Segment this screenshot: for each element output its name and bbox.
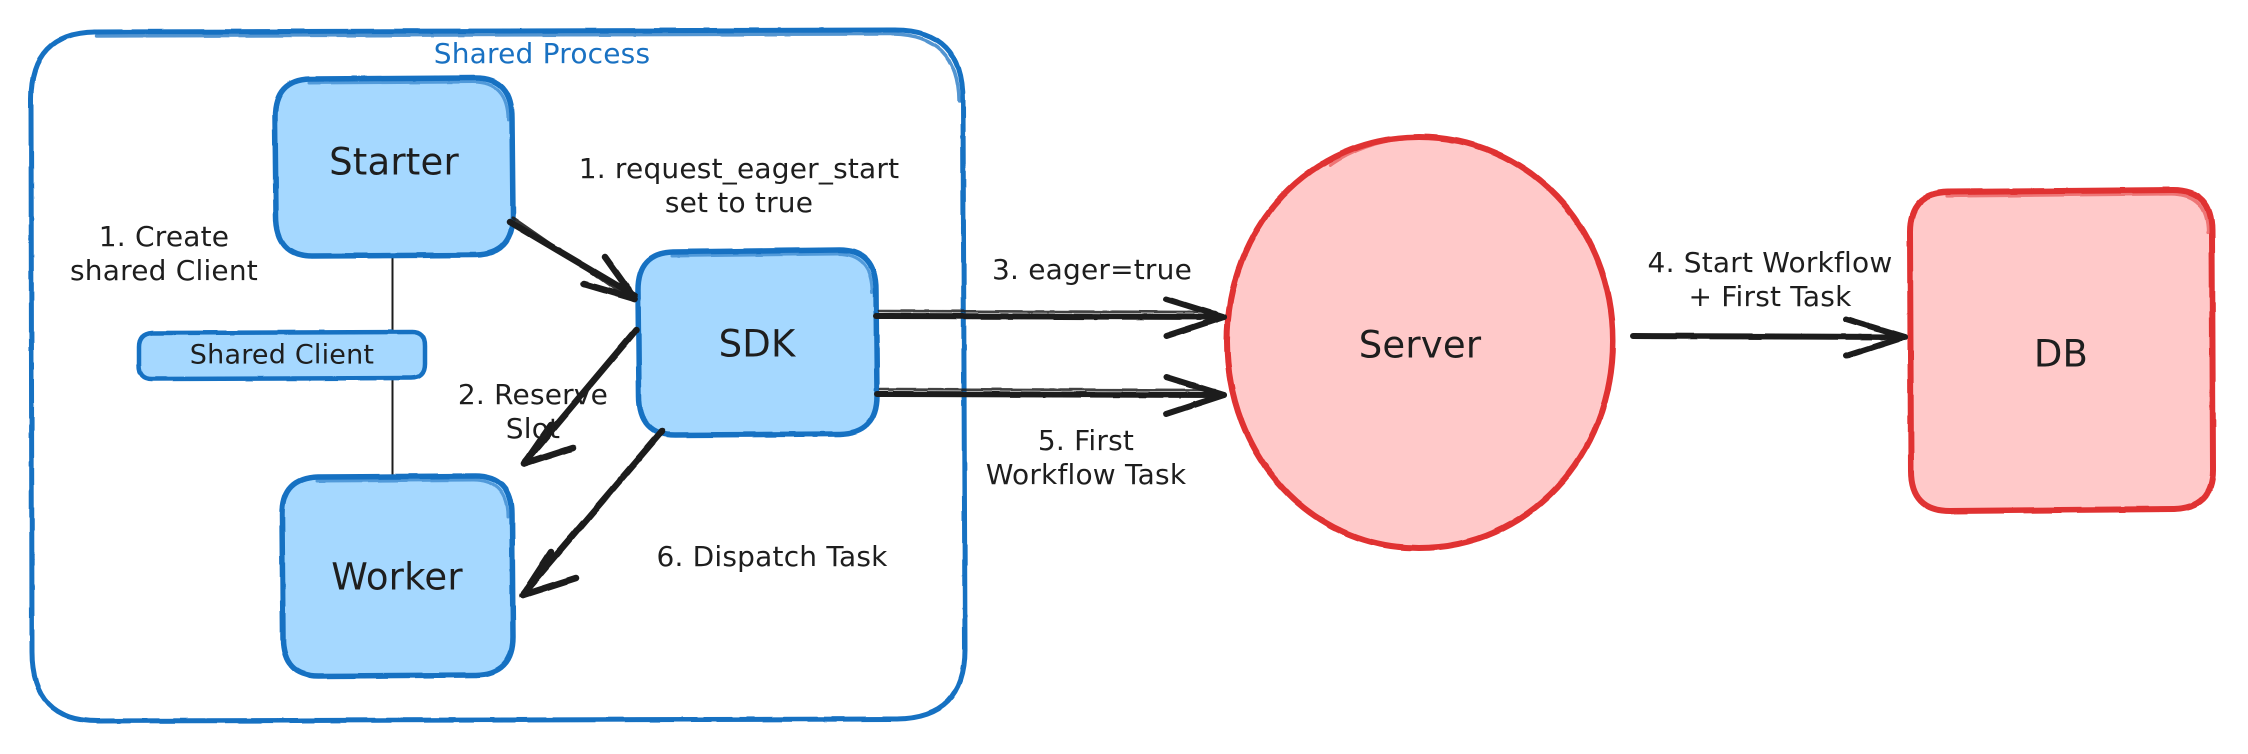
- node-shared-client-label: Shared Client: [189, 339, 375, 371]
- arrow-sdk-to-server-firsttask: [874, 374, 1227, 417]
- node-db-shape: [1907, 187, 2216, 514]
- node-server-shape: [1224, 134, 1616, 551]
- arrow-sdk-to-server-eager: [873, 296, 1227, 339]
- arrow-sdk-to-worker-reserve: [520, 326, 640, 468]
- edge-label-start-workflow-first-task: 4. Start Workflow + First Task: [1647, 245, 1893, 313]
- node-starter-label: Starter: [329, 140, 459, 184]
- arrow-server-to-db: [1630, 316, 1908, 359]
- shared-process-group-label: Shared Process: [433, 36, 651, 70]
- node-sdk-label: SDK: [718, 322, 796, 366]
- edge-label-first-workflow-task: 5. First Workflow Task: [985, 423, 1187, 491]
- edge-label-request-eager-start: 1. request_eager_start set to true: [578, 151, 900, 219]
- arrow-starter-to-sdk: [506, 216, 639, 303]
- connector-starter-client-worker: [389, 253, 396, 480]
- edge-label-eager-true: 3. eager=true: [991, 252, 1193, 286]
- node-shared-client-shape: [136, 329, 428, 382]
- node-db-label: DB: [2033, 332, 2089, 376]
- edge-label-create-shared-client: 1. Create shared Client: [70, 219, 258, 287]
- node-server-label: Server: [1358, 323, 1482, 367]
- edge-label-dispatch-task: 6. Dispatch Task: [656, 539, 888, 573]
- node-starter-shape: [272, 75, 516, 259]
- edge-label-reserve-slot: 2. Reserve Slot: [457, 377, 609, 445]
- arrow-sdk-to-worker-dispatch: [519, 427, 666, 599]
- node-worker-shape: [279, 473, 516, 679]
- node-worker-label: Worker: [331, 555, 463, 599]
- shared-process-container: [28, 27, 968, 724]
- node-sdk-shape: [635, 247, 880, 438]
